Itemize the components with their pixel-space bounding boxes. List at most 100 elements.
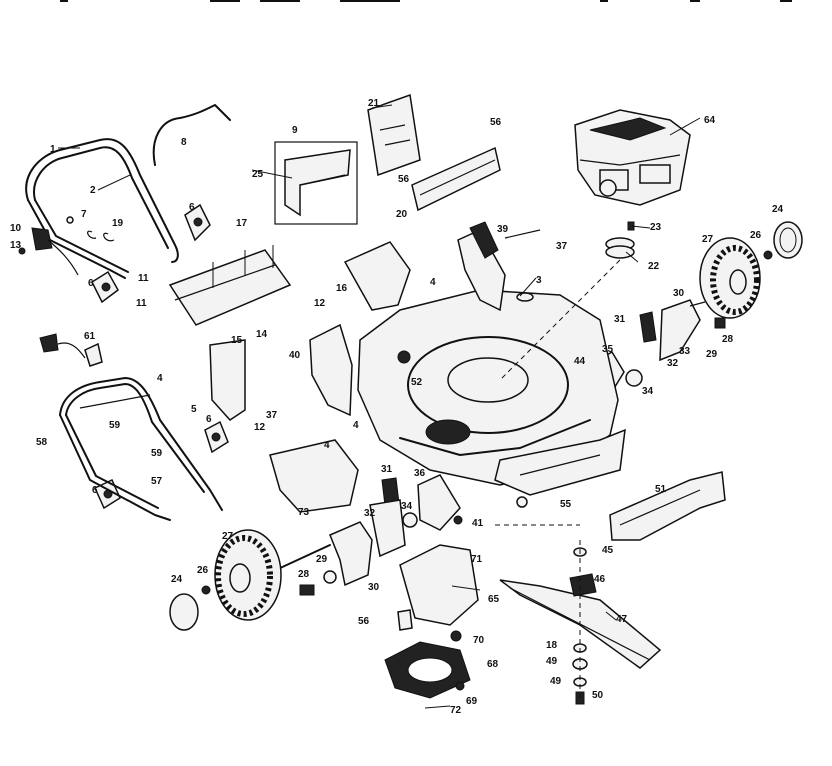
callout-33: 33 xyxy=(679,346,691,357)
callout-47: 47 xyxy=(616,614,628,625)
callout-29a: 29 xyxy=(706,349,718,360)
callout-8: 8 xyxy=(181,137,187,148)
callout-51: 51 xyxy=(655,484,667,495)
callout-59b: 59 xyxy=(151,448,163,459)
callout-59a: 59 xyxy=(109,420,121,431)
callout-6d: 6 xyxy=(92,485,98,496)
callout-45: 45 xyxy=(602,545,614,556)
wheel-27-left xyxy=(214,529,282,621)
callout-58: 58 xyxy=(36,437,48,448)
rear-bracket-14 xyxy=(168,245,292,326)
callout-6c: 6 xyxy=(206,414,212,425)
callout-26b: 26 xyxy=(197,565,209,576)
callout-27b: 27 xyxy=(222,531,234,542)
callout-57: 57 xyxy=(151,476,163,487)
callout-50: 50 xyxy=(592,690,604,701)
callout-4a: 4 xyxy=(430,277,436,288)
cover-72 xyxy=(269,439,359,513)
callout-4b: 4 xyxy=(157,373,163,384)
callout-32a: 32 xyxy=(667,358,679,369)
callout-13: 13 xyxy=(10,240,22,251)
deck-44 xyxy=(357,289,626,496)
hinge-66 xyxy=(397,609,413,631)
hardware-26-left xyxy=(201,585,211,595)
callout-25: 25 xyxy=(252,169,264,180)
bracket-39 xyxy=(457,221,541,312)
plug-3 xyxy=(516,292,534,302)
chute-16 xyxy=(343,241,411,311)
callout-31a: 31 xyxy=(614,314,626,325)
hubcap-24-right xyxy=(773,221,803,259)
callout-1: 1 xyxy=(50,144,56,155)
callout-11b: 11 xyxy=(136,298,147,309)
callout-49a: 49 xyxy=(546,656,558,667)
axle-assembly-left xyxy=(264,521,373,596)
callout-34a: 34 xyxy=(642,386,654,397)
callout-68: 69 xyxy=(466,696,478,707)
callout-3: 3 xyxy=(536,275,542,286)
plate-15 xyxy=(209,339,246,421)
callout-5: 5 xyxy=(191,404,197,415)
clip-61 xyxy=(39,333,103,367)
callout-24a: 24 xyxy=(772,204,784,215)
hardware-7 xyxy=(66,216,74,224)
callout-10: 10 xyxy=(10,223,22,234)
callout-26a: 26 xyxy=(750,230,762,241)
callout-55: 55 xyxy=(560,499,572,510)
callout-27a: 27 xyxy=(702,234,714,245)
callout-22: 22 xyxy=(648,261,660,272)
chute-67 xyxy=(384,641,471,699)
callout-70: 71 xyxy=(471,554,483,565)
callout-29b: 29 xyxy=(316,554,328,565)
callout-16: 16 xyxy=(336,283,348,294)
callout-30a: 30 xyxy=(673,288,685,299)
clip-19 xyxy=(87,230,97,239)
handle-knobs xyxy=(91,203,229,510)
alignment-lines xyxy=(495,259,621,700)
callout-40: 40 xyxy=(289,350,301,361)
callout-37b: 37 xyxy=(266,410,278,421)
skid-51 xyxy=(609,471,726,541)
callout-11a: 11 xyxy=(138,273,149,284)
callout-4d: 4 xyxy=(324,440,330,451)
rear-wheel-right xyxy=(699,237,761,319)
callout-19: 19 xyxy=(112,218,124,229)
callout-28b: 28 xyxy=(298,569,310,580)
callout-15: 15 xyxy=(231,335,243,346)
lower-handle-58 xyxy=(59,377,223,521)
callout-17: 17 xyxy=(236,218,248,229)
callout-71: 72 xyxy=(450,705,462,716)
callout-72: 73 xyxy=(298,507,310,518)
throttle-control xyxy=(18,227,79,276)
hardware-55 xyxy=(516,496,528,508)
callout-7: 7 xyxy=(81,209,87,220)
callout-61: 61 xyxy=(84,331,96,342)
callout-44: 44 xyxy=(574,356,586,367)
rear-door-65 xyxy=(399,544,479,626)
callout-34b: 34 xyxy=(401,501,413,512)
engine-64 xyxy=(574,109,691,206)
callout-69: 70 xyxy=(473,635,485,646)
callout-56a: 56 xyxy=(490,117,502,128)
callout-37a: 37 xyxy=(556,241,568,252)
callout-36: 36 xyxy=(414,468,426,479)
callout-67: 68 xyxy=(487,659,499,670)
hinge-bracket-40 xyxy=(309,323,353,417)
callout-12a: 12 xyxy=(314,298,326,309)
callout-6b: 6 xyxy=(88,278,94,289)
hardware-68 xyxy=(455,681,465,691)
callout-2: 2 xyxy=(90,185,96,196)
height-adjuster-left xyxy=(369,477,418,558)
upper-handle xyxy=(25,138,179,279)
callout-30b: 30 xyxy=(368,582,380,593)
hardware-41 xyxy=(453,515,463,525)
guard-21 xyxy=(367,93,421,177)
spring-69 xyxy=(450,630,462,642)
callout-32b: 32 xyxy=(364,508,376,519)
callout-labels: 1 2 3 4 4 4 4 5 6 6 6 6 7 8 9 10 11 11 1… xyxy=(10,98,784,716)
baffle-36 xyxy=(417,474,461,531)
callout-35: 35 xyxy=(602,344,614,355)
callout-18: 18 xyxy=(546,640,558,651)
